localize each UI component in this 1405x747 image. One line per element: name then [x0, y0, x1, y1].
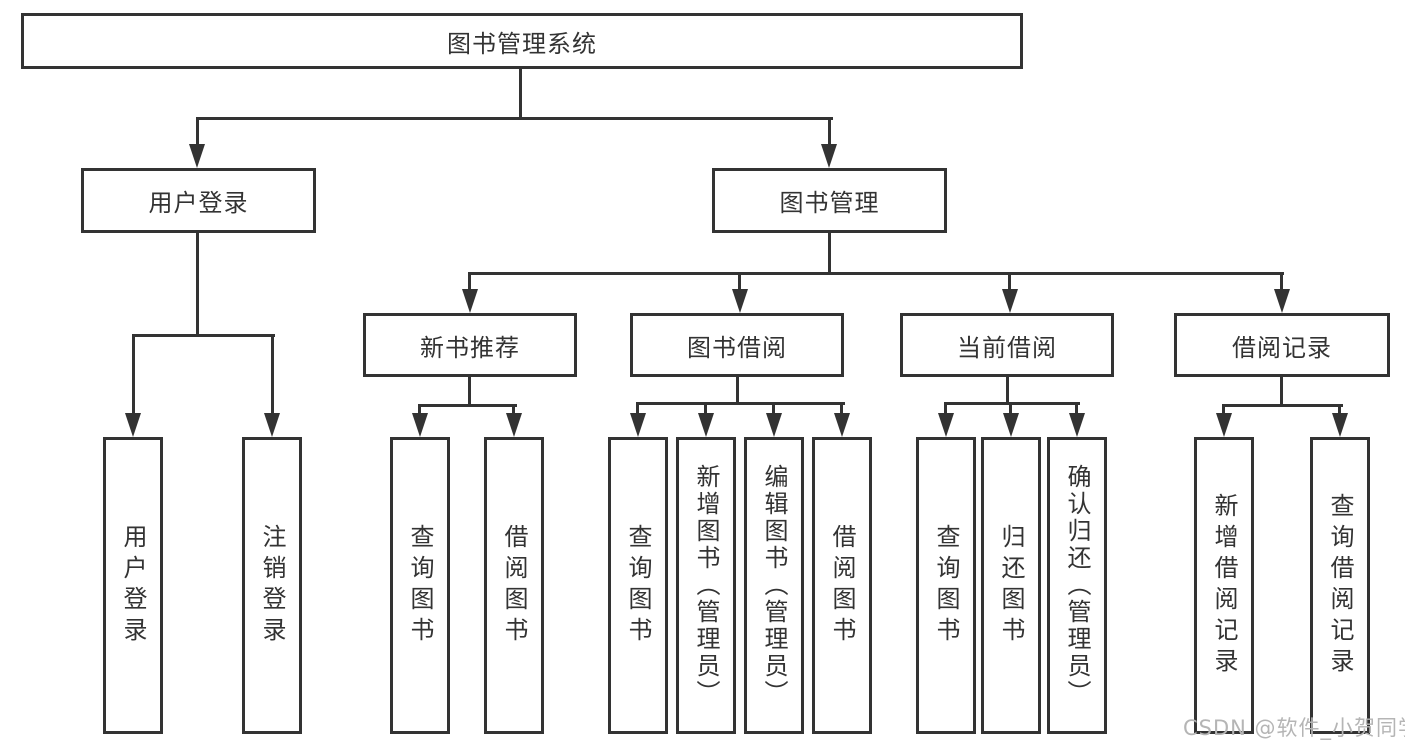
arrow-down-icon — [462, 289, 478, 313]
node-user-login-label: 用户登录 — [148, 189, 249, 217]
connector-to-new-books — [468, 272, 471, 292]
connector-to-leaf — [840, 402, 843, 416]
connector-to-current-borrow — [1008, 272, 1011, 292]
leaf-newbooks-search-label: 查询图书 — [406, 523, 434, 648]
connector-to-leaf — [772, 402, 775, 416]
connector-to-leaf — [636, 402, 639, 416]
connector-to-leaf — [418, 404, 421, 416]
arrow-down-icon — [698, 413, 714, 437]
arrow-down-icon — [506, 413, 522, 437]
connector-to-leaf-logout — [271, 334, 274, 416]
arrow-down-icon — [1003, 413, 1019, 437]
connector-root-to-user-login — [196, 117, 199, 147]
node-borrow-records-label: 借阅记录 — [1232, 333, 1332, 362]
leaf-records-add: 新增借阅记录 — [1194, 437, 1254, 734]
node-root-label: 图书管理系统 — [447, 29, 597, 58]
leaf-current-search-label: 查询图书 — [932, 523, 960, 648]
node-book-mgmt-label: 图书管理 — [779, 189, 880, 217]
connector-to-leaf — [704, 402, 707, 416]
connector-book-borrow-stem — [736, 377, 739, 405]
arrow-down-icon — [125, 413, 141, 437]
arrow-down-icon — [412, 413, 428, 437]
connector-user-login-stem — [196, 233, 199, 337]
connector-to-book-borrow — [738, 272, 741, 292]
arrow-down-icon — [732, 289, 748, 313]
connector-to-leaf — [1222, 404, 1225, 416]
connector-root-stem — [519, 69, 522, 119]
connector-root-rail — [196, 117, 833, 120]
connector-new-books-stem — [468, 377, 471, 407]
node-root: 图书管理系统 — [21, 13, 1023, 69]
leaf-borrow-borrow-label: 借阅图书 — [828, 523, 856, 648]
leaf-current-return: 归还图书 — [981, 437, 1041, 734]
leaf-records-add-label: 新增借阅记录 — [1210, 492, 1238, 679]
leaf-records-search: 查询借阅记录 — [1310, 437, 1370, 734]
leaf-borrow-edit-label: 编辑图书（管理员） — [760, 464, 788, 707]
connector-borrow-records-stem — [1280, 377, 1283, 407]
node-book-borrow-label: 图书借阅 — [687, 333, 787, 362]
connector-borrow-records-rail — [1222, 404, 1343, 407]
connector-to-leaf — [1338, 404, 1341, 416]
connector-to-leaf — [1009, 402, 1012, 416]
connector-to-leaf — [944, 402, 947, 416]
connector-to-leaf — [512, 404, 515, 416]
node-current-borrow-label: 当前借阅 — [957, 333, 1057, 362]
leaf-newbooks-borrow: 借阅图书 — [484, 437, 544, 734]
connector-to-leaf — [1075, 402, 1078, 416]
leaf-borrow-borrow: 借阅图书 — [812, 437, 872, 734]
node-book-borrow: 图书借阅 — [630, 313, 844, 377]
connector-current-borrow-stem — [1006, 377, 1009, 405]
node-book-mgmt: 图书管理 — [712, 168, 947, 233]
arrow-down-icon — [264, 413, 280, 437]
leaf-borrow-search: 查询图书 — [608, 437, 668, 734]
node-borrow-records: 借阅记录 — [1174, 313, 1390, 377]
arrow-down-icon — [1332, 413, 1348, 437]
leaf-current-confirm-label: 确认归还（管理员） — [1063, 464, 1091, 707]
leaf-logout: 注销登录 — [242, 437, 302, 734]
node-new-books-label: 新书推荐 — [420, 333, 520, 362]
arrow-down-icon — [189, 144, 205, 168]
node-current-borrow: 当前借阅 — [900, 313, 1114, 377]
connector-book-mgmt-stem — [828, 233, 831, 275]
leaf-newbooks-search: 查询图书 — [390, 437, 450, 734]
arrow-down-icon — [821, 144, 837, 168]
csdn-watermark: CSDN @软件_小贺同学 — [1183, 716, 1405, 740]
leaf-borrow-add: 新增图书（管理员） — [676, 437, 736, 734]
leaf-borrow-add-label: 新增图书（管理员） — [692, 464, 720, 707]
connector-to-borrow-records — [1280, 272, 1283, 292]
arrow-down-icon — [1274, 289, 1290, 313]
connector-current-borrow-rail — [944, 402, 1080, 405]
arrow-down-icon — [938, 413, 954, 437]
connector-book-borrow-rail — [636, 402, 845, 405]
connector-to-leaf-user-login — [132, 334, 135, 416]
leaf-logout-label: 注销登录 — [258, 523, 286, 648]
connector-new-books-rail — [418, 404, 517, 407]
arrow-down-icon — [766, 413, 782, 437]
arrow-down-icon — [630, 413, 646, 437]
connector-root-to-book-mgmt — [828, 117, 831, 147]
arrow-down-icon — [1002, 289, 1018, 313]
leaf-borrow-edit: 编辑图书（管理员） — [744, 437, 804, 734]
connector-book-mgmt-rail — [468, 272, 1284, 275]
leaf-user-login: 用户登录 — [103, 437, 163, 734]
arrow-down-icon — [1216, 413, 1232, 437]
node-user-login: 用户登录 — [81, 168, 316, 233]
leaf-user-login-label: 用户登录 — [119, 523, 147, 648]
leaf-current-return-label: 归还图书 — [997, 523, 1025, 648]
node-new-books: 新书推荐 — [363, 313, 577, 377]
leaf-newbooks-borrow-label: 借阅图书 — [500, 523, 528, 648]
leaf-records-search-label: 查询借阅记录 — [1326, 492, 1354, 679]
arrow-down-icon — [834, 413, 850, 437]
leaf-current-confirm: 确认归还（管理员） — [1047, 437, 1107, 734]
connector-user-login-rail — [132, 334, 275, 337]
arrow-down-icon — [1069, 413, 1085, 437]
leaf-current-search: 查询图书 — [916, 437, 976, 734]
leaf-borrow-search-label: 查询图书 — [624, 523, 652, 648]
